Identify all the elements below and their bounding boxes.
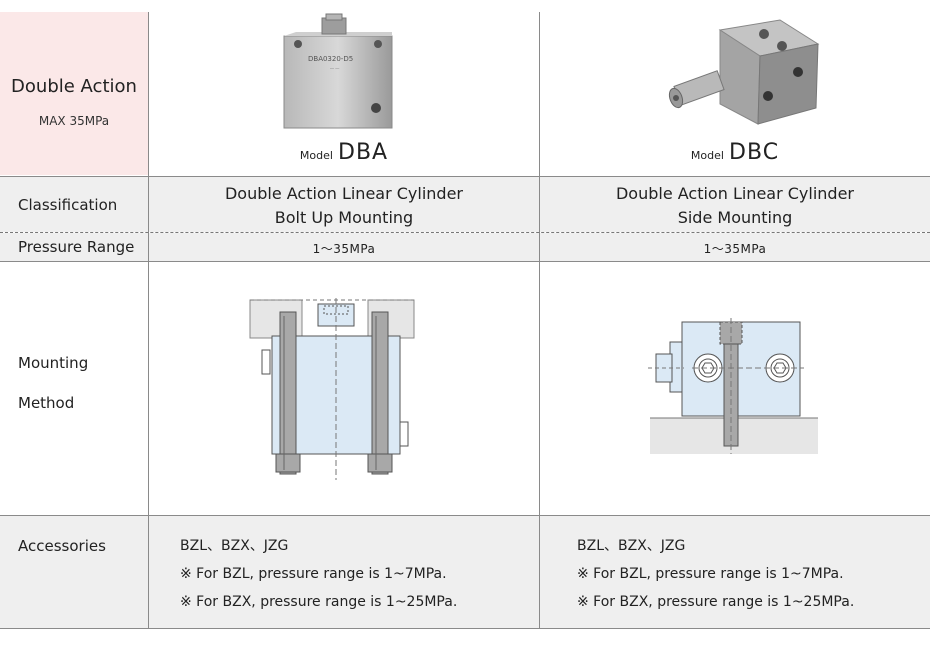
dbc-accessories-note2: ※ For BZX, pressure range is 1~25MPa.: [577, 594, 855, 610]
pressure-row-bg: [0, 233, 930, 261]
accessories-label: Accessories: [18, 537, 106, 555]
dbc-product-photo: [668, 19, 820, 125]
classification-label: Classification: [18, 196, 118, 214]
dba-model-prefix: Model: [299, 149, 333, 162]
accessories-row-bg: [0, 515, 930, 628]
mounting-label-line1: Mounting: [18, 354, 89, 372]
dba-accessories-list: BZL、BZX、JZG: [180, 538, 289, 554]
dba-accessories-note1: ※ For BZL, pressure range is 1~7MPa.: [180, 566, 447, 582]
dbc-pressure-value: 1～35MPa: [703, 242, 767, 256]
dba-classification-line2: Bolt Up Mounting: [274, 208, 414, 227]
dba-pressure-value: 1～35MPa: [312, 242, 376, 256]
header-title: Double Action: [11, 76, 137, 97]
header-subtitle: MAX 35MPa: [38, 114, 110, 128]
dba-product-photo: DBA0320-D5 ― ―: [283, 13, 393, 129]
dba-model-label: Model DBA: [149, 140, 539, 165]
dbc-model-name: DBC: [729, 140, 780, 165]
mounting-label-line2: Method: [18, 394, 75, 412]
divider-left: [148, 12, 149, 628]
dbc-accessories-note1: ※ For BZL, pressure range is 1~7MPa.: [577, 566, 844, 582]
dbc-mounting-diagram: [648, 318, 818, 454]
row-line-2: [0, 261, 930, 262]
row-line-1: [0, 176, 930, 177]
dbc-accessories-list: BZL、BZX、JZG: [577, 538, 686, 554]
dba-classification-line1: Double Action Linear Cylinder: [224, 184, 464, 203]
header-cell: [0, 12, 148, 175]
svg-text:― ―: ― ―: [330, 66, 339, 71]
row-dash-1: [0, 232, 930, 233]
dbc-model-label: Model DBC: [540, 140, 930, 165]
divider-mid: [539, 12, 540, 628]
dbc-classification-line1: Double Action Linear Cylinder: [615, 184, 855, 203]
row-line-4: [0, 628, 930, 629]
dba-accessories-note2: ※ For BZX, pressure range is 1~25MPa.: [180, 594, 458, 610]
dba-model-name: DBA: [338, 140, 389, 165]
dbc-model-prefix: Model: [690, 149, 724, 162]
row-line-3: [0, 515, 930, 516]
classification-row-bg: [0, 177, 930, 232]
dba-nameplate: DBA0320-D5: [308, 55, 353, 63]
dbc-classification-line2: Side Mounting: [677, 208, 793, 227]
dba-mounting-diagram: [249, 298, 415, 480]
pressure-label: Pressure Range: [18, 238, 135, 256]
